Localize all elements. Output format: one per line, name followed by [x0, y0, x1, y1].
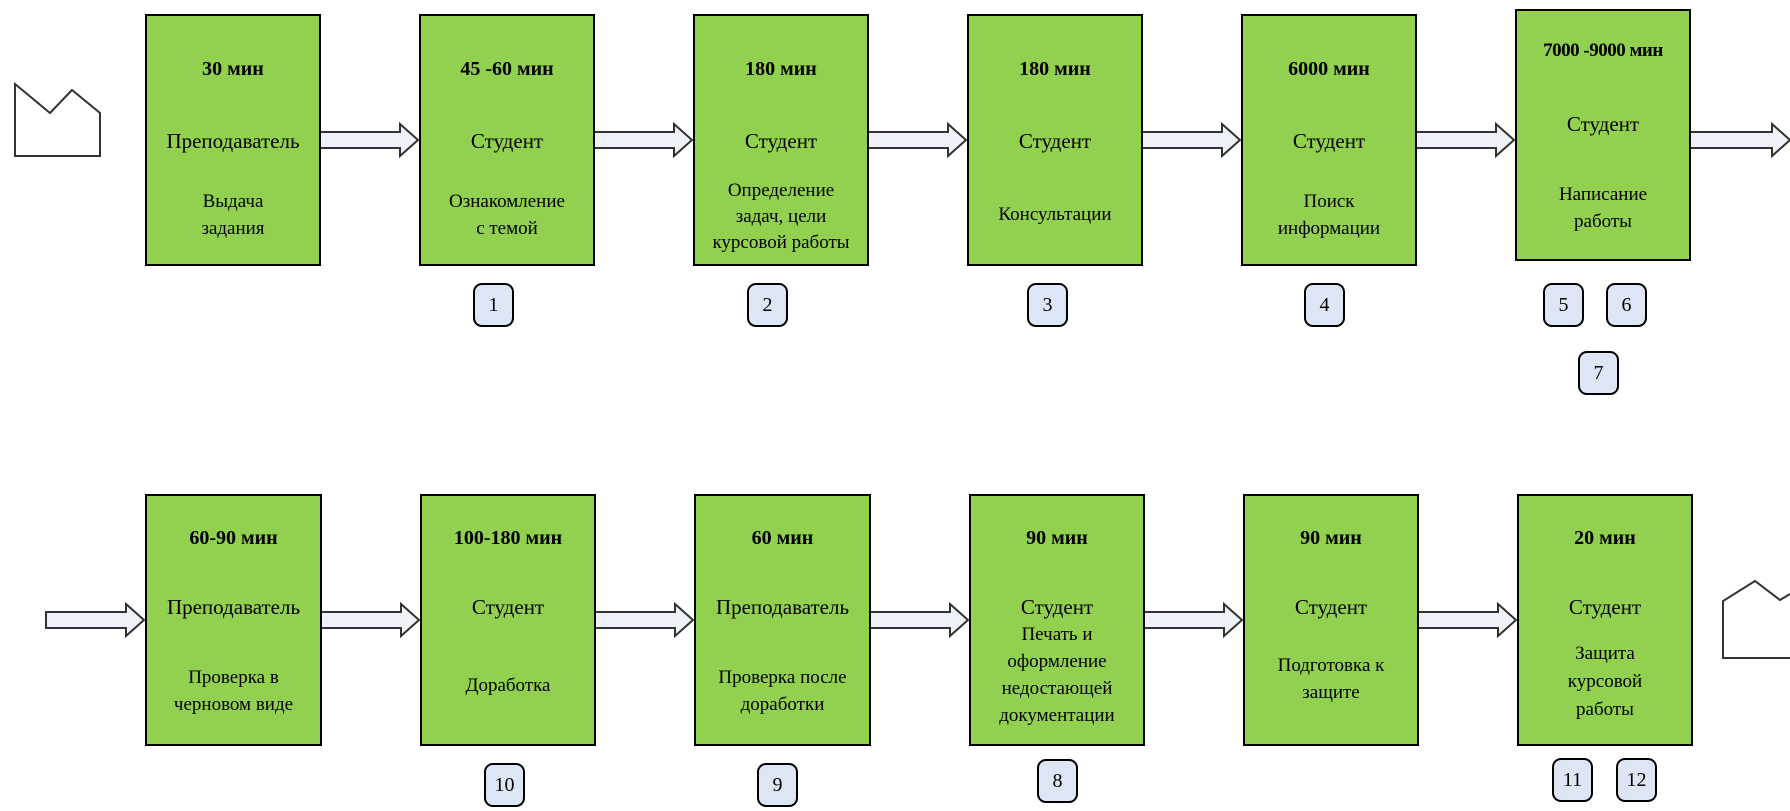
step-role: Студент [744, 129, 818, 153]
step-role: Преподаватель [166, 595, 301, 619]
arrow-9-10 [869, 601, 970, 639]
step-role: Студент [1020, 595, 1094, 619]
step-badge: 7 [1578, 351, 1619, 395]
arrow-7-8 [320, 601, 421, 639]
step-time: 100-180 мин [453, 527, 563, 549]
step-time: 60-90 мин [189, 527, 278, 549]
step-badge: 12 [1616, 758, 1657, 802]
arrow-4-5 [1141, 121, 1242, 159]
step-role: Студент [1568, 595, 1642, 619]
step-badge: 3 [1027, 283, 1068, 327]
step-box-revision: 100-180 мин Студент Доработка [420, 494, 596, 746]
arrow-row1-exit [1689, 121, 1790, 159]
arrow-11-12 [1417, 601, 1518, 639]
end-marker-icon [1722, 579, 1790, 659]
step-time: 180 мин [1019, 58, 1091, 80]
step-time: 60 мин [751, 527, 814, 549]
step-time: 20 мин [1574, 527, 1636, 549]
step-badge: 8 [1037, 759, 1078, 803]
step-badge: 4 [1304, 283, 1345, 327]
arrow-10-11 [1143, 601, 1244, 639]
step-role: Преподаватель [166, 129, 300, 153]
step-badge: 5 [1543, 283, 1584, 327]
step-time: 6000 мин [1288, 58, 1370, 80]
step-time: 90 мин [1300, 527, 1362, 549]
step-role: Студент [1566, 112, 1640, 136]
arrow-3-4 [867, 121, 968, 159]
step-badge: 11 [1552, 758, 1593, 802]
step-time: 30 мин [202, 58, 264, 80]
step-time: 180 мин [745, 58, 817, 80]
arrow-5-6 [1415, 121, 1516, 159]
step-role: Студент [471, 595, 545, 619]
start-marker-icon [14, 81, 101, 157]
arrow-8-9 [594, 601, 695, 639]
step-badge: 1 [473, 283, 514, 327]
step-task: Доработка [465, 675, 551, 696]
step-role: Студент [1018, 129, 1092, 153]
arrow-2-3 [593, 121, 694, 159]
step-time: 7000 -9000 мин [1543, 40, 1663, 61]
step-badge: 6 [1606, 283, 1647, 327]
step-badge: 2 [747, 283, 788, 327]
step-role: Студент [470, 129, 544, 153]
step-task: Консультации [998, 204, 1112, 225]
step-time: 90 мин [1026, 527, 1088, 549]
step-badge: 10 [484, 763, 525, 807]
step-role: Студент [1294, 595, 1368, 619]
step-role: Студент [1292, 129, 1366, 153]
step-time: 45 -60 мин [460, 58, 554, 80]
step-box-consultations: 180 мин Студент Консультации [967, 14, 1143, 266]
step-role: Преподаватель [715, 595, 850, 619]
arrow-1-2 [319, 121, 420, 159]
step-badge: 9 [757, 763, 798, 807]
arrow-row2-entry [45, 601, 146, 639]
